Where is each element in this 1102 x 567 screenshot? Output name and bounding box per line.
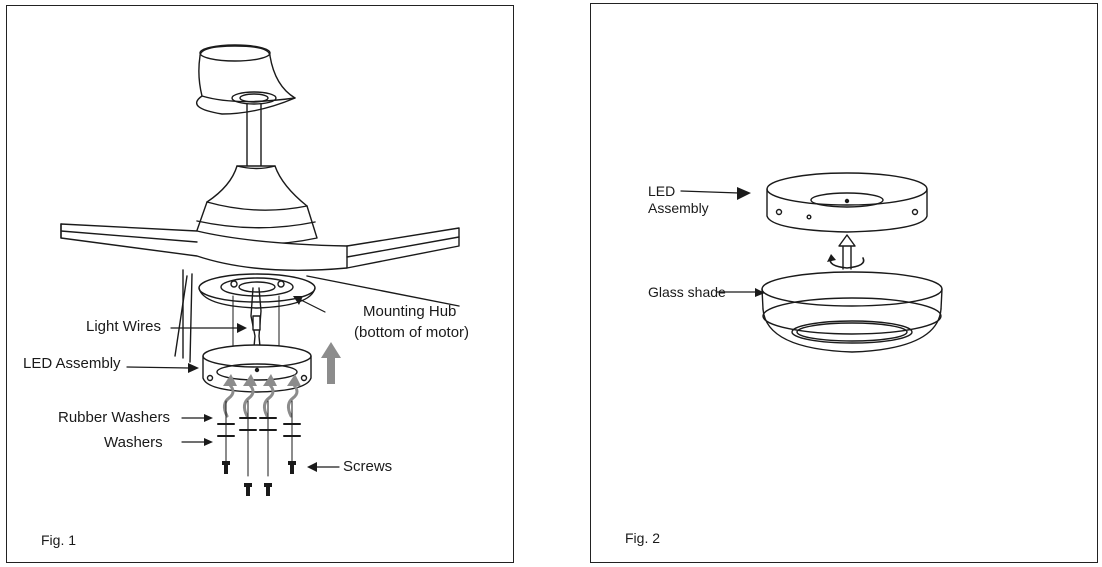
- glass-shade-install-diagram: [591, 4, 1099, 564]
- label-light-wires: Light Wires: [86, 318, 162, 335]
- alignment-lines: [233, 296, 279, 351]
- led-assembly-ring: [203, 345, 311, 392]
- leader-lines: [681, 191, 757, 292]
- label-led-assembly: LED Assembly: [23, 355, 121, 372]
- rotate-arrow: [827, 235, 864, 269]
- led-assembly-ring: [767, 173, 927, 232]
- mount-direction-arrow: [321, 342, 341, 384]
- label-rubber-washers: Rubber Washers: [58, 409, 170, 426]
- label-washers: Washers: [104, 434, 163, 451]
- label-led-assembly: Assembly: [648, 200, 709, 216]
- label-mounting-hub: Mounting Hub: [363, 303, 457, 320]
- screw-twist-arrows: [224, 384, 297, 416]
- glass-shade: [762, 272, 942, 352]
- label-screws: Screws: [343, 458, 393, 475]
- figure-1-caption: Fig. 1: [41, 532, 77, 548]
- label-glass-shade: Glass shade: [648, 284, 726, 300]
- label-led: LED: [648, 183, 676, 199]
- motor-housing: [195, 166, 317, 244]
- leader-arrow-heads: [737, 187, 765, 297]
- screw-shafts: [226, 401, 292, 476]
- figure-2-panel: LED Assembly Glass shade Fig. 2: [590, 3, 1098, 563]
- mounting-hub: [199, 274, 315, 308]
- fan-blades: [61, 224, 459, 362]
- canopy: [197, 45, 295, 114]
- twist-arrow-heads: [223, 374, 301, 386]
- screws: [222, 461, 296, 496]
- leader-lines: [127, 299, 339, 467]
- label-mounting-hub-note: (bottom of motor): [354, 324, 470, 341]
- figure-1-panel: Light Wires Mounting Hub (bottom of moto…: [6, 5, 514, 563]
- downrod: [247, 104, 261, 166]
- ceiling-fan-exploded-diagram: [7, 6, 515, 496]
- washer-stacks: [218, 418, 300, 436]
- leader-arrow-heads: [188, 296, 317, 472]
- figure-2-caption: Fig. 2: [625, 530, 661, 546]
